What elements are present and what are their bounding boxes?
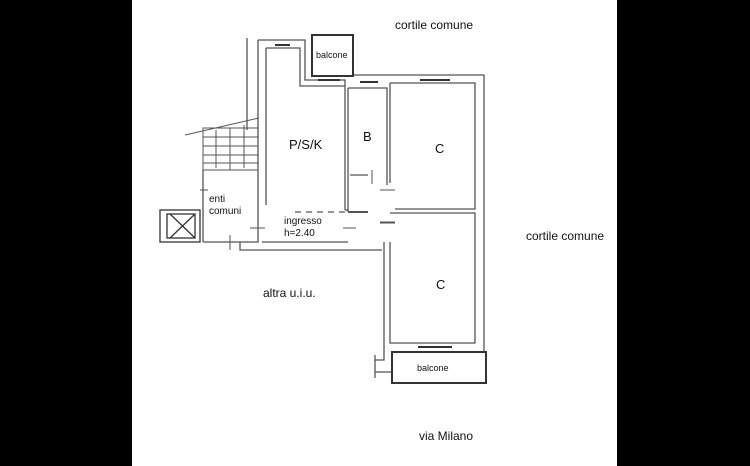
label-balcone-bottom: balcone: [417, 363, 449, 373]
elevator-icon: [159, 209, 201, 243]
windows: [275, 44, 452, 348]
floor-plan-sheet: [132, 0, 617, 466]
label-cortile-comune-top: cortile comune: [395, 18, 474, 32]
label-camera-2: C: [436, 277, 446, 292]
label-bagno: B: [363, 129, 372, 144]
label-via-milano: via Milano: [419, 429, 474, 443]
stairs: [184, 117, 260, 171]
label-altezza: h=2.40: [284, 228, 315, 239]
balcony-top: [311, 34, 354, 77]
label-cortile-comune-right: cortile comune: [526, 229, 605, 243]
label-psk: P/S/K: [289, 137, 323, 152]
label-balcone-top: balcone: [316, 50, 348, 60]
label-ingresso: ingresso: [284, 216, 322, 227]
label-camera-1: C: [435, 141, 445, 156]
label-comuni: comuni: [209, 206, 242, 217]
label-enti: enti: [209, 194, 226, 205]
door-marks: [200, 170, 395, 250]
walls: [202, 38, 485, 378]
balcony-bottom: [391, 351, 487, 384]
label-altra-uiu: altra u.i.u.: [263, 286, 316, 300]
